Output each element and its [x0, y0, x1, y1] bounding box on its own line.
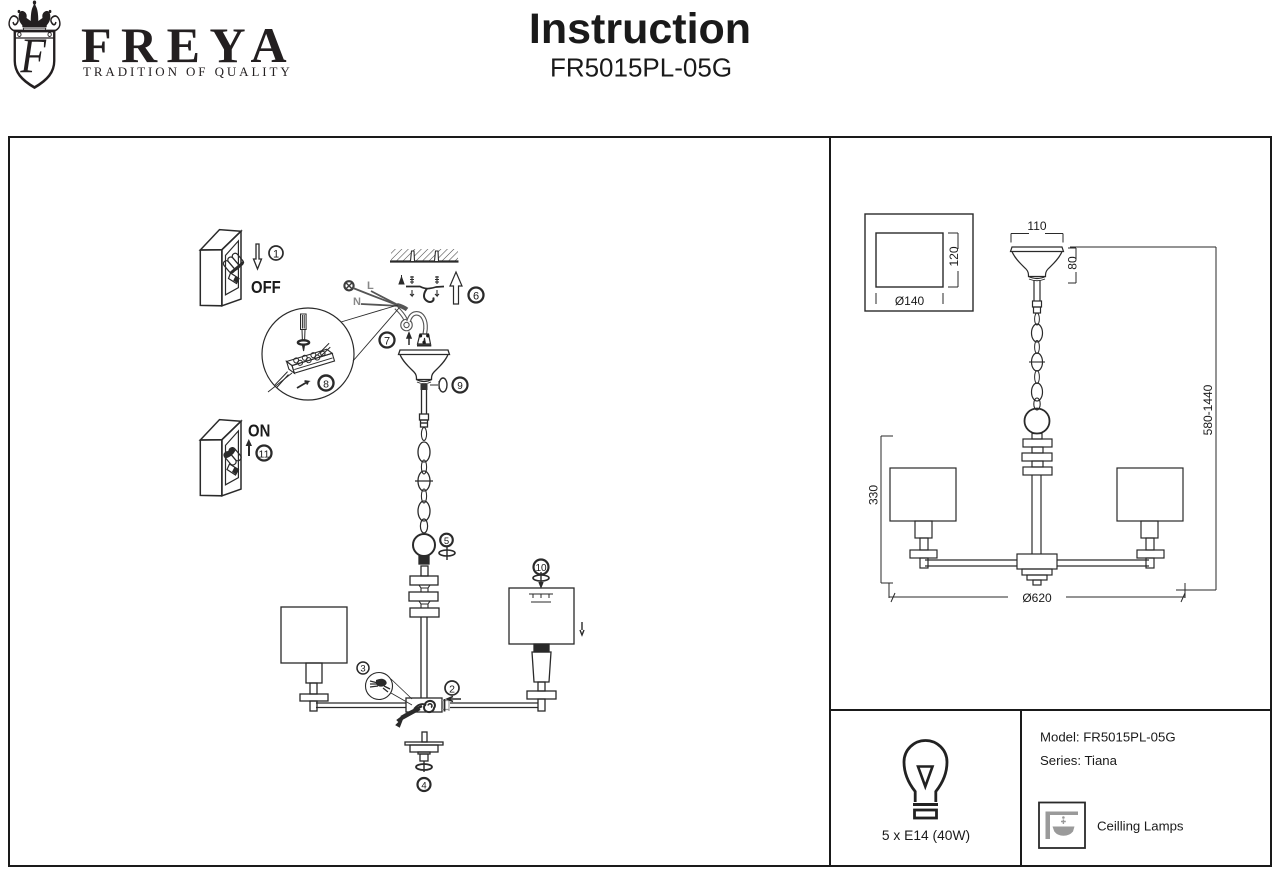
svg-text:120: 120 [947, 246, 961, 266]
svg-text:80: 80 [1066, 256, 1080, 270]
svg-text:6: 6 [473, 291, 479, 303]
svg-text:OFF: OFF [251, 278, 281, 297]
svg-text:F: F [20, 28, 47, 83]
svg-text:TRADITION OF QUALITY: TRADITION OF QUALITY [83, 64, 293, 79]
svg-text:9: 9 [457, 381, 463, 392]
svg-text:11: 11 [259, 449, 270, 461]
svg-text:L: L [367, 280, 374, 292]
svg-text:5: 5 [444, 536, 449, 547]
svg-text:FREYA: FREYA [81, 17, 296, 73]
svg-text:10: 10 [535, 563, 547, 574]
svg-text:Instruction: Instruction [529, 5, 751, 53]
svg-text:3: 3 [360, 664, 365, 675]
svg-text:1: 1 [273, 249, 279, 261]
svg-text:7: 7 [384, 336, 390, 348]
svg-text:Ø620: Ø620 [1022, 591, 1052, 605]
svg-text:Ceilling Lamps: Ceilling Lamps [1097, 819, 1184, 834]
svg-text:Series: Tiana: Series: Tiana [1040, 753, 1118, 768]
svg-text:FR5015PL-05G: FR5015PL-05G [550, 53, 732, 83]
svg-text:5 x E14 (40W): 5 x E14 (40W) [882, 828, 970, 843]
svg-text:330: 330 [867, 485, 881, 505]
svg-text:ON: ON [248, 421, 270, 440]
svg-text:Ø140: Ø140 [895, 294, 925, 308]
svg-text:8: 8 [323, 379, 329, 391]
svg-text:2: 2 [449, 684, 455, 696]
svg-text:Model: FR5015PL-05G: Model: FR5015PL-05G [1040, 730, 1176, 745]
svg-text:110: 110 [1027, 219, 1046, 233]
svg-text:580-1440: 580-1440 [1201, 384, 1215, 435]
svg-text:4: 4 [421, 780, 426, 791]
svg-text:N: N [353, 296, 361, 308]
